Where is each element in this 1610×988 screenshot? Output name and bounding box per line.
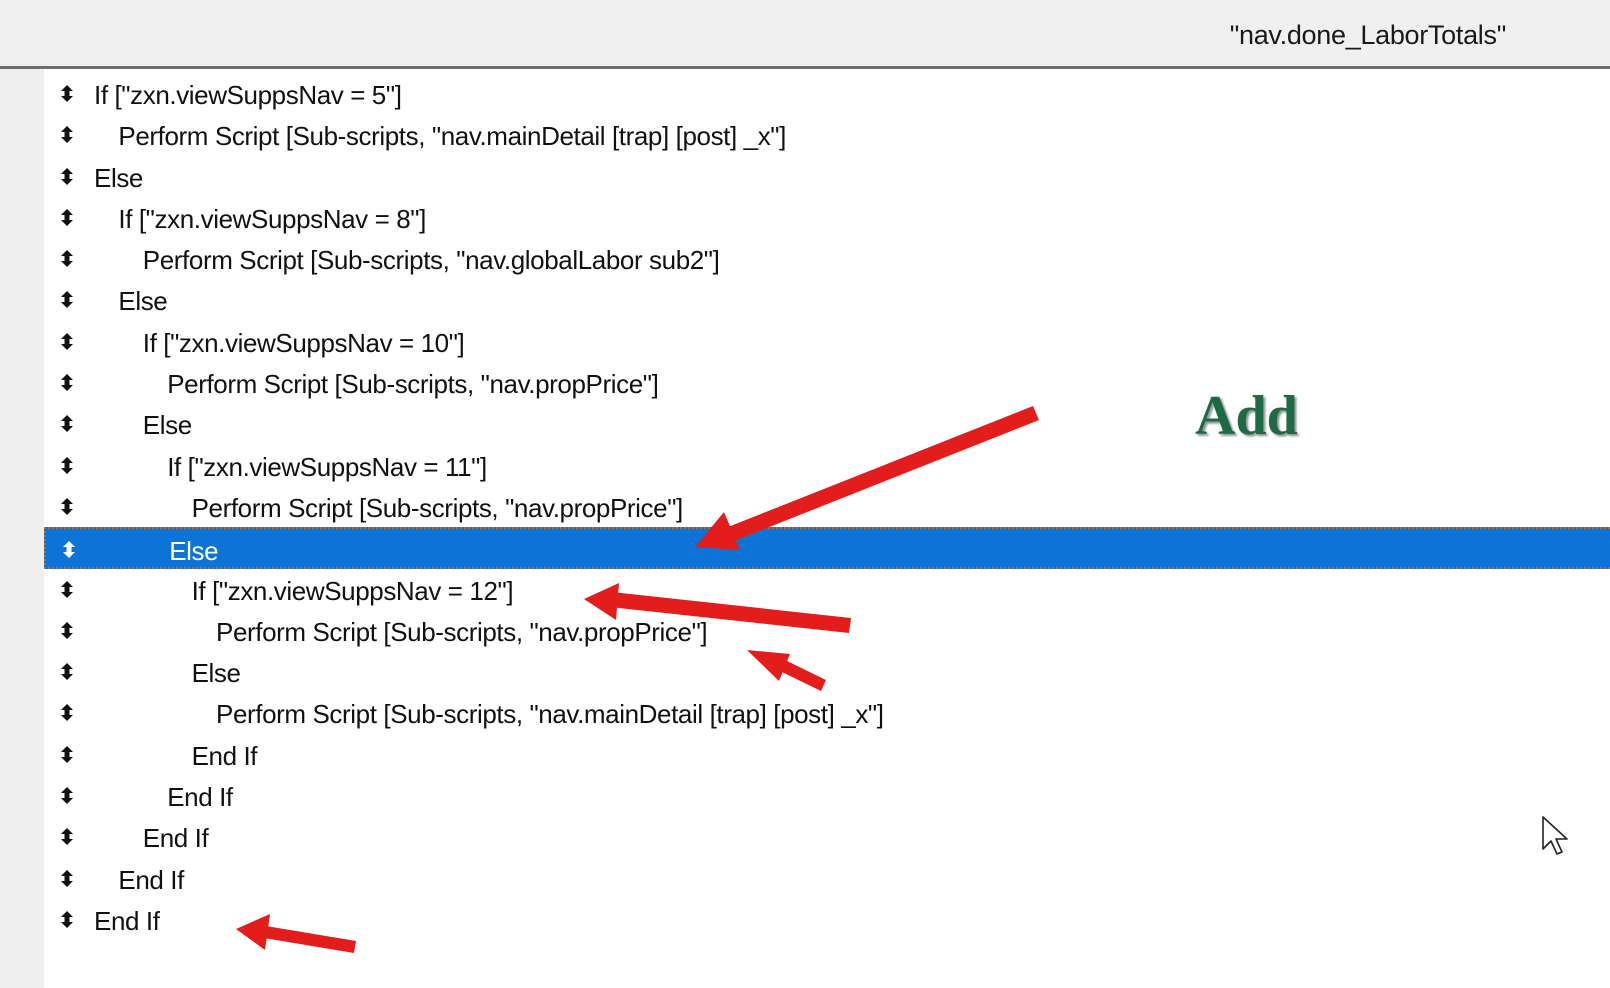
- script-step-row[interactable]: Perform Script [Sub-scripts, "nav.mainDe…: [44, 692, 1610, 733]
- drag-handle-icon[interactable]: [60, 332, 74, 350]
- script-step-text: Else: [142, 410, 192, 441]
- script-step-text: If ["zxn.viewSuppsNav = 12"]: [191, 575, 514, 606]
- script-step-text: Perform Script [Sub-scripts, "nav.mainDe…: [118, 121, 786, 152]
- script-step-text: Else: [118, 286, 168, 317]
- red-arrow-icon: [236, 914, 356, 953]
- mouse-pointer-icon: [1542, 816, 1568, 855]
- add-annotation-label: Add: [1195, 385, 1298, 447]
- script-step-row-selected[interactable]: Else: [44, 527, 1610, 569]
- drag-handle-icon[interactable]: [60, 497, 74, 515]
- red-arrow-icon: [584, 583, 851, 633]
- drag-handle-icon[interactable]: [60, 208, 74, 226]
- script-step-text: Perform Script [Sub-scripts, "nav.mainDe…: [216, 699, 884, 730]
- drag-handle-icon[interactable]: [60, 85, 74, 102]
- drag-handle-icon[interactable]: [60, 910, 74, 928]
- script-step-row[interactable]: Perform Script [Sub-scripts, "nav.propPr…: [44, 486, 1610, 527]
- script-step-row[interactable]: If ["zxn.viewSuppsNav = 5"]: [44, 73, 1610, 114]
- script-step-row[interactable]: If ["zxn.viewSuppsNav = 11"]: [44, 445, 1610, 486]
- script-header: "nav.done_LaborTotals": [0, 0, 1610, 69]
- drag-handle-icon[interactable]: [60, 291, 74, 309]
- drag-handle-icon[interactable]: [60, 580, 74, 598]
- drag-handle-icon[interactable]: [62, 541, 76, 559]
- script-step-row[interactable]: Else: [44, 156, 1610, 197]
- script-step-row[interactable]: If ["zxn.viewSuppsNav = 8"]: [44, 197, 1610, 238]
- script-step-text: If ["zxn.viewSuppsNav = 11"]: [167, 451, 487, 482]
- red-arrow-icon: [747, 650, 826, 691]
- drag-handle-icon[interactable]: [60, 374, 74, 392]
- script-steps-list[interactable]: If ["zxn.viewSuppsNav = 5"] Perform Scrip…: [44, 73, 1610, 940]
- script-step-row[interactable]: If ["zxn.viewSuppsNav = 12"]: [44, 569, 1610, 610]
- drag-handle-icon[interactable]: [60, 869, 74, 887]
- script-step-text: If ["zxn.viewSuppsNav = 5"]: [94, 80, 402, 110]
- drag-handle-icon[interactable]: [60, 167, 74, 185]
- script-step-text: Perform Script [Sub-scripts, "nav.propPr…: [167, 369, 659, 400]
- script-step-text: End If: [142, 823, 209, 854]
- script-step-row[interactable]: Else: [44, 403, 1610, 444]
- drag-handle-icon[interactable]: [60, 250, 74, 268]
- script-step-row[interactable]: Else: [44, 279, 1610, 320]
- drag-handle-icon[interactable]: [60, 663, 74, 681]
- script-step-text: End If: [118, 864, 184, 895]
- script-step-row[interactable]: Perform Script [Sub-scripts, "nav.global…: [44, 238, 1610, 279]
- drag-handle-icon[interactable]: [60, 828, 74, 846]
- script-step-text: Else: [94, 162, 143, 193]
- script-step-row[interactable]: End If: [44, 858, 1610, 899]
- script-step-row[interactable]: Perform Script [Sub-scripts, "nav.propPr…: [44, 362, 1610, 403]
- drag-handle-icon[interactable]: [60, 787, 74, 805]
- script-step-text: Else: [169, 536, 219, 567]
- script-step-row[interactable]: End If: [44, 899, 1610, 940]
- script-step-row[interactable]: End If: [44, 775, 1610, 816]
- script-step-row[interactable]: Perform Script [Sub-scripts, "nav.propPr…: [44, 610, 1610, 651]
- script-step-text: If ["zxn.viewSuppsNav = 10"]: [142, 327, 465, 358]
- script-step-text: Perform Script [Sub-scripts, "nav.global…: [142, 245, 720, 276]
- script-step-text: If ["zxn.viewSuppsNav = 8"]: [118, 203, 426, 234]
- script-step-text: Else: [191, 658, 241, 689]
- script-step-text: End If: [94, 905, 160, 936]
- script-step-row[interactable]: Else: [44, 651, 1610, 692]
- red-arrow-icon: [695, 406, 1039, 550]
- drag-handle-icon[interactable]: [60, 621, 74, 639]
- drag-handle-icon[interactable]: [60, 126, 74, 144]
- left-gutter: [0, 69, 44, 988]
- script-name: "nav.done_LaborTotals": [1229, 20, 1507, 50]
- script-step-text: End If: [167, 782, 233, 813]
- script-step-text: Perform Script [Sub-scripts, "nav.propPr…: [191, 492, 684, 523]
- script-step-row[interactable]: Perform Script [Sub-scripts, "nav.mainDe…: [44, 114, 1610, 155]
- script-step-row[interactable]: End If: [44, 734, 1610, 775]
- script-step-row[interactable]: End If: [44, 816, 1610, 857]
- drag-handle-icon[interactable]: [60, 704, 74, 722]
- drag-handle-icon[interactable]: [60, 456, 74, 474]
- script-step-text: Perform Script [Sub-scripts, "nav.propPr…: [216, 616, 708, 647]
- script-step-text: End If: [191, 740, 258, 771]
- script-step-row[interactable]: If ["zxn.viewSuppsNav = 10"]: [44, 321, 1610, 362]
- drag-handle-icon[interactable]: [60, 745, 74, 763]
- drag-handle-icon[interactable]: [60, 415, 74, 433]
